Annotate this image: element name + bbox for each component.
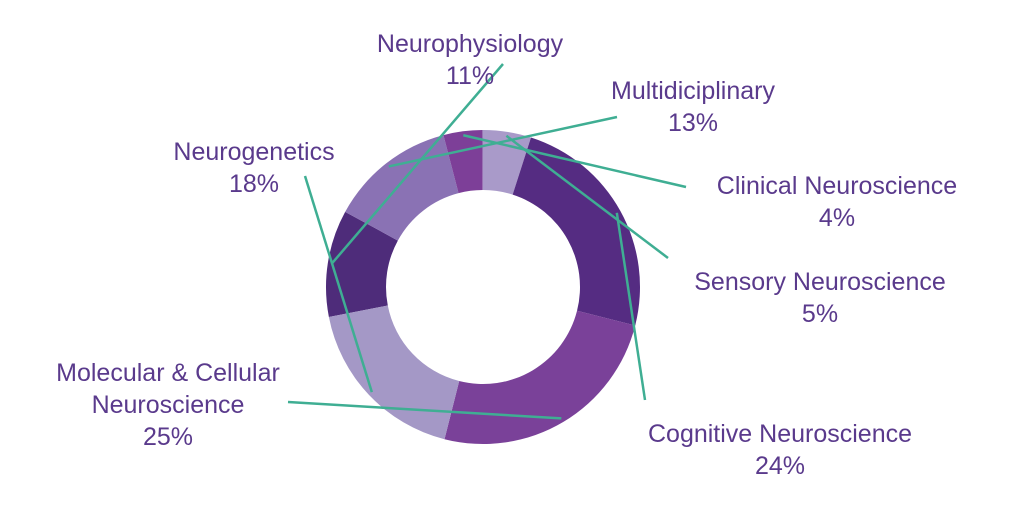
label-neurophysiology: Neurophysiology 11% <box>377 28 563 92</box>
label-neurogenetics-pct: 18% <box>228 170 280 198</box>
leader-line-multidiciplinary <box>388 115 618 168</box>
label-neurogenetics-name: Neurogenetics <box>173 138 335 166</box>
leader-line-sensory-neuroscience <box>505 134 669 259</box>
label-cognitive-neuroscience-pct: 24% <box>754 452 806 480</box>
donut-slice-molecular-cellular-neuroscience <box>444 310 636 444</box>
label-multidiciplinary-pct: 13% <box>667 109 719 137</box>
leader-line-molecular-cellular-neuroscience <box>287 400 562 420</box>
donut-slice-clinical-neuroscience <box>443 130 483 194</box>
donut-slices <box>326 130 640 444</box>
label-neurophysiology-name: Neurophysiology <box>376 30 564 58</box>
label-neurogenetics: Neurogenetics 18% <box>173 136 334 200</box>
leader-lines <box>287 63 687 420</box>
label-cognitive-neuroscience-name: Cognitive Neuroscience <box>647 420 913 448</box>
label-multidiciplinary-name: Multidiciplinary <box>611 77 775 105</box>
label-clinical-neuroscience-pct: 4% <box>818 204 856 232</box>
leader-line-neurogenetics <box>303 175 374 393</box>
label-molecular-cellular-name-line1: Molecular & Cellular <box>56 359 280 387</box>
label-clinical-neuroscience: Clinical Neuroscience 4% <box>717 170 957 234</box>
leader-line-neurophysiology <box>330 63 504 265</box>
leader-line-clinical-neuroscience <box>463 134 687 189</box>
label-molecular-cellular-pct: 25% <box>142 423 194 451</box>
donut-slice-neurogenetics <box>328 305 460 440</box>
label-neurophysiology-pct: 11% <box>445 62 495 90</box>
label-sensory-neuroscience: Sensory Neuroscience 5% <box>694 266 946 330</box>
label-molecular-cellular-neuroscience: Molecular & Cellular Neuroscience 25% <box>56 357 280 453</box>
label-cognitive-neuroscience: Cognitive Neuroscience 24% <box>648 418 912 482</box>
donut-slice-cognitive-neuroscience <box>512 137 640 326</box>
label-sensory-neuroscience-name: Sensory Neuroscience <box>694 268 946 296</box>
label-sensory-neuroscience-pct: 5% <box>801 300 839 328</box>
label-molecular-cellular-name-line2: Neuroscience <box>91 391 245 419</box>
donut-slice-neurophysiology <box>326 211 398 317</box>
label-multidiciplinary: Multidiciplinary 13% <box>611 75 775 139</box>
leader-line-cognitive-neuroscience <box>615 212 647 401</box>
label-clinical-neuroscience-name: Clinical Neuroscience <box>716 172 958 200</box>
